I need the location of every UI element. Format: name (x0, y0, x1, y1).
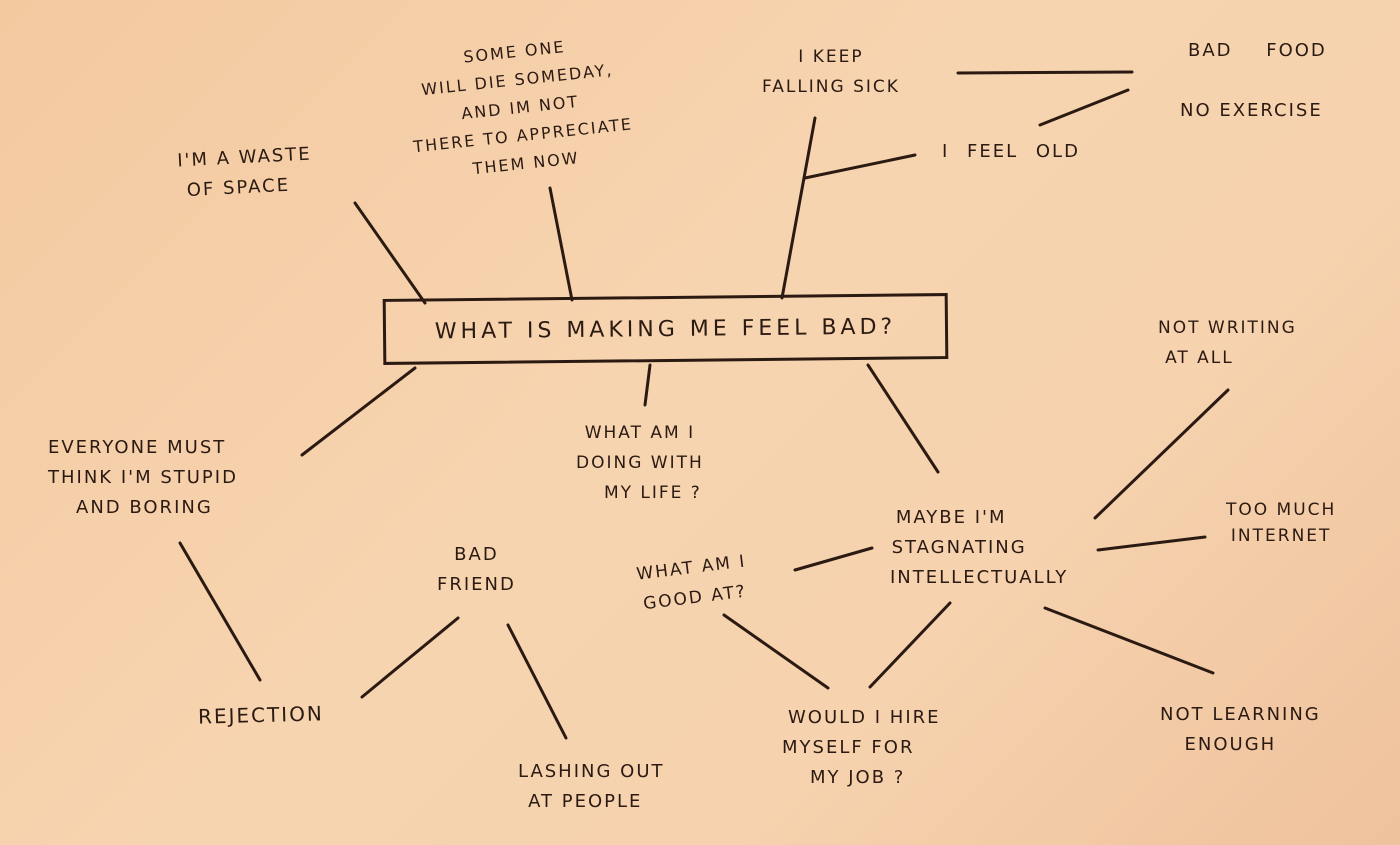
note-line: MY JOB ? (810, 767, 906, 788)
note-line: FALLING SICK (762, 77, 900, 97)
note-learning: NOT LEARNING ENOUGH (1160, 700, 1321, 760)
connector-badfriend-lashing (506, 623, 568, 740)
connector-everyone-rejection (178, 541, 262, 682)
note-notwriting: NOT WRITING AT ALL (1158, 313, 1297, 373)
note-line: THINK I'M STUPID (48, 467, 238, 488)
connector-everyone (300, 366, 417, 457)
note-line: FRIEND (437, 574, 516, 595)
note-line: AT PEOPLE (528, 791, 643, 812)
connector-sick (780, 116, 817, 300)
connector-learning (1043, 606, 1215, 675)
note-line: BAD FOOD (1188, 40, 1327, 61)
connector-goodat (793, 546, 874, 572)
note-line: REJECTION (197, 701, 325, 729)
note-line: INTELLECTUALLY (890, 567, 1069, 588)
note-line: DOING WITH (576, 453, 704, 473)
note-badfriend: BAD FRIEND (437, 540, 516, 600)
connector-badfriend-rejection (360, 616, 460, 699)
note-rejection: REJECTION (198, 698, 325, 731)
note-old: I FEEL OLD (942, 137, 1080, 167)
note-line: I FEEL OLD (942, 141, 1080, 162)
note-internet: TOO MUCH INTERNET (1226, 497, 1336, 549)
note-exercise: NO EXERCISE (1180, 96, 1323, 126)
note-line: AT ALL (1165, 348, 1234, 368)
note-stagnating: MAYBE I'M STAGNATING INTELLECTUALLY (890, 503, 1068, 593)
note-line: I KEEP (798, 47, 864, 67)
note-badfood: BAD FOOD (1188, 36, 1327, 66)
note-waste: I'M A WASTE OF SPACE (177, 140, 314, 207)
note-line: NOT LEARNING (1160, 704, 1321, 725)
central-question-box: WHAT IS MAKING ME FEEL BAD? (382, 293, 949, 365)
central-question: WHAT IS MAKING ME FEEL BAD? (434, 314, 897, 344)
note-line: TOO MUCH (1226, 500, 1337, 520)
connector-stagnating (866, 363, 940, 474)
note-line: BAD (454, 544, 499, 565)
note-line: MYSELF FOR (782, 737, 915, 758)
connector-internet (1096, 535, 1207, 552)
note-line: AND BORING (76, 497, 213, 518)
note-sick: I KEEP FALLING SICK (762, 42, 900, 102)
note-doing: WHAT AM I DOING WITH MY LIFE ? (576, 418, 704, 508)
connector-old (803, 153, 917, 180)
connector-old-badfood (1038, 88, 1130, 127)
note-line: WOULD I HIRE (788, 707, 941, 728)
note-line: MAYBE I'M (895, 507, 1007, 528)
note-line: ENOUGH (1184, 734, 1277, 755)
connector-stagnating-hire (868, 601, 952, 689)
note-line: STAGNATING (891, 537, 1027, 558)
note-line: LASHING OUT (518, 761, 665, 782)
note-line: WHAT AM I (584, 423, 696, 443)
note-lashing: LASHING OUT AT PEOPLE (518, 757, 665, 817)
connector-notwriting (1093, 388, 1230, 520)
connector-sick-badfood (956, 70, 1134, 75)
connector-doing (643, 363, 652, 407)
note-line: MY LIFE ? (603, 483, 702, 503)
note-line: NOT WRITING (1158, 318, 1297, 338)
note-someone: SOME ONE WILL DIE SOMEDAY, AND IM NOT TH… (403, 27, 637, 189)
note-hire: WOULD I HIRE MYSELF FOR MY JOB ? (782, 703, 941, 793)
connector-waste (353, 201, 427, 305)
note-everyone: EVERYONE MUST THINK I'M STUPID AND BORIN… (48, 433, 238, 523)
note-line: EVERYONE MUST (48, 437, 227, 458)
note-line: INTERNET (1230, 526, 1332, 546)
connector-someone (548, 186, 574, 302)
note-line: NO EXERCISE (1180, 100, 1323, 121)
connector-goodat-hire (722, 613, 830, 690)
